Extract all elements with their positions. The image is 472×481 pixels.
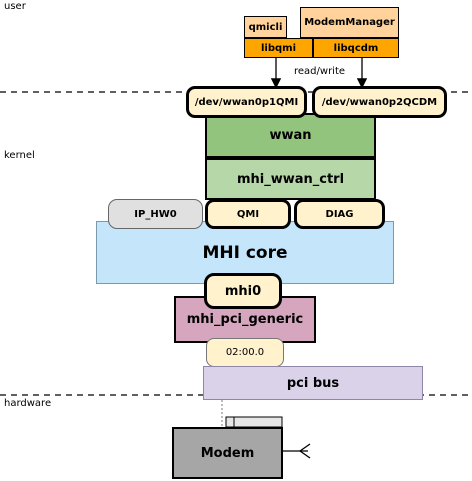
modem-connector-small [225, 416, 235, 428]
region-label-hardware: hardware [4, 398, 52, 409]
modem-box: Modem [172, 427, 283, 479]
antenna-icon [282, 443, 311, 459]
dev-wwan0p2qcdm-node: /dev/wwan0p2QCDM [312, 86, 447, 118]
region-label-user: user [4, 1, 26, 12]
libqmi-box: libqmi [244, 38, 313, 58]
libqcdm-box: libqcdm [313, 38, 399, 58]
qmicli-box: qmicli [244, 16, 287, 38]
modem-manager-box: ModemManager [300, 7, 399, 38]
diag-channel: DIAG [294, 199, 385, 229]
dev-wwan0p1qmi-node: /dev/wwan0p1QMI [186, 86, 307, 118]
ip-hw0-channel: IP_HW0 [108, 199, 203, 229]
mhi-wwan-ctrl-box: mhi_wwan_ctrl [205, 158, 376, 200]
mhi0-node: mhi0 [204, 273, 282, 309]
pci-bus-box: pci bus [203, 366, 423, 400]
read-write-label: read/write [294, 66, 346, 77]
qmi-channel: QMI [205, 199, 291, 229]
modem-connector-large [233, 416, 283, 428]
region-label-kernel: kernel [4, 150, 35, 161]
pci-address-node: 02:00.0 [206, 338, 284, 367]
wwan-box: wwan [205, 113, 376, 158]
